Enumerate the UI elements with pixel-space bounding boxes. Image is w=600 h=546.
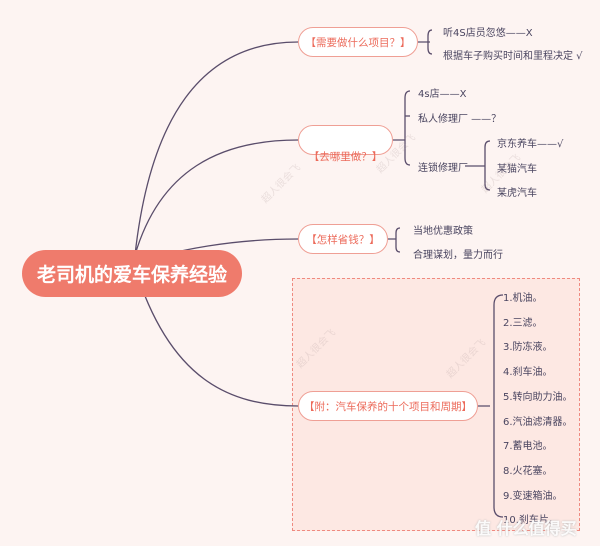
site-logo: 值 什么值得买	[475, 519, 577, 538]
appendix-item: 8.火花塞。	[503, 465, 553, 477]
root-node[interactable]: 老司机的爱车保养经验	[22, 250, 242, 297]
branch-label: 【去哪里做？】	[308, 151, 383, 163]
appendix-item: 9.变速箱油。	[503, 490, 563, 502]
appendix-item: 1.机油。	[503, 293, 543, 304]
leaf: 4s店——X	[418, 89, 467, 100]
branch-node-save[interactable]: 【怎样省钱？】	[298, 224, 388, 254]
appendix-item: 2.三滤。	[503, 317, 543, 329]
appendix-item: 6.汽油滤清器。	[503, 416, 573, 428]
appendix-item: 7.蓄电池。	[503, 441, 553, 453]
leaf: 京东养车——√	[497, 139, 564, 150]
leaf: 某猫汽车	[497, 164, 537, 175]
appendix-item: 4.刹车油。	[503, 367, 553, 379]
leaf: 某虎汽车	[497, 188, 537, 199]
leaf: 私人修理厂 ——？	[418, 114, 502, 125]
appendix-item: 5.转向助力油。	[503, 391, 573, 403]
branch-node-appendix[interactable]: 【附：汽车保养的十个项目和周期】	[298, 391, 478, 421]
leaf: 听4S店员忽悠——X	[443, 28, 533, 39]
appendix-item: 3.防冻液。	[503, 342, 553, 354]
leaf: 根据车子购买时间和里程决定 √	[443, 51, 583, 62]
branch-node-what[interactable]: 【需要做什么项目？】	[298, 27, 418, 57]
leaf: 合理谋划，量力而行	[413, 250, 503, 261]
leaf: 当地优惠政策	[413, 226, 473, 237]
appendix-item: 10.刹车片。	[503, 515, 559, 527]
branch-node-where[interactable]: 【去哪里做？】	[298, 125, 393, 163]
leaf: 连锁修理厂	[418, 163, 468, 174]
